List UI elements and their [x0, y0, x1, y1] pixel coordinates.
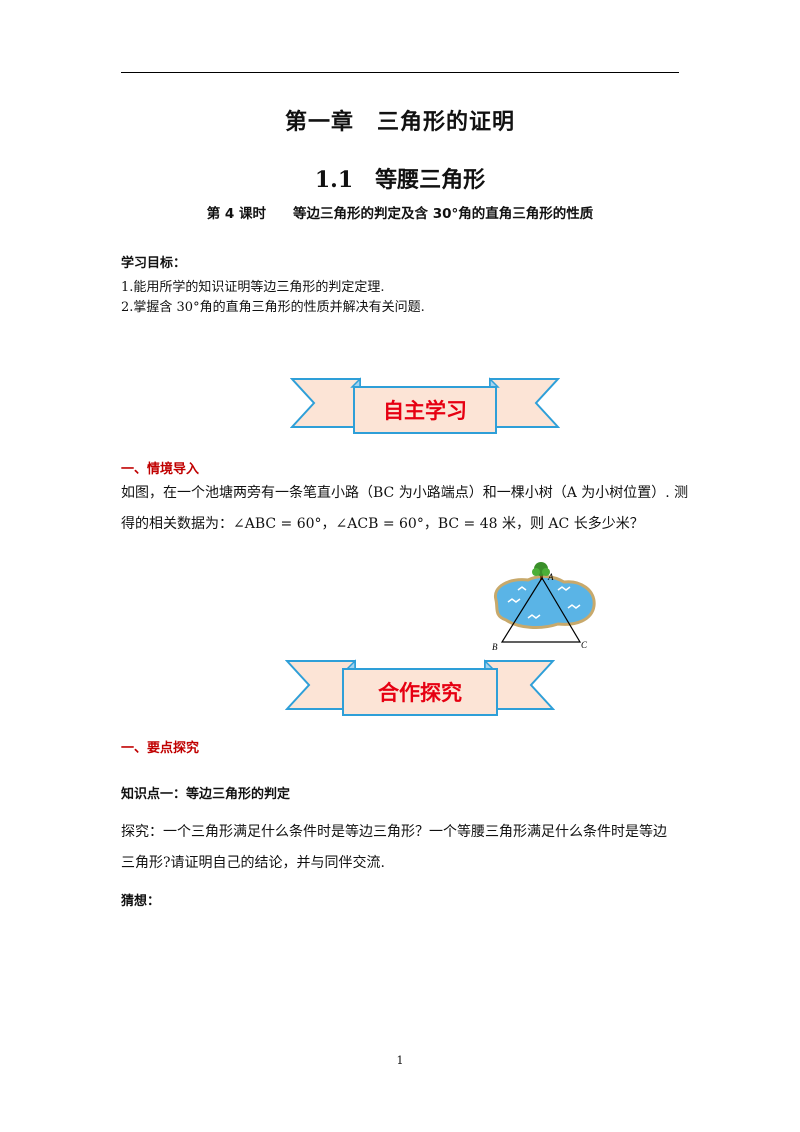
intro-heading: 一、情境导入 [121, 462, 200, 477]
explore-line-1: 探究：一个三角形满足什么条件时是等边三角形？一个等腰三角形满足什么条件时是等边 [121, 824, 667, 840]
header-rule [121, 72, 679, 73]
key-points-heading: 一、要点探究 [121, 741, 200, 756]
self-study-banner: 自主学习 [290, 377, 560, 434]
cooperative-banner: 合作探究 [285, 659, 555, 716]
label-b: B [492, 642, 498, 652]
label-c: C [581, 640, 588, 650]
chapter-title: 第一章 三角形的证明 [284, 110, 515, 135]
page-number: 1 [396, 1054, 404, 1067]
intro-line-2: 得的相关数据为：∠ABC = 60°，∠ACB = 60°，BC = 48 米，… [121, 516, 644, 532]
cooperative-banner-label: 合作探究 [378, 681, 462, 705]
guess-heading: 猜想： [121, 894, 161, 909]
self-study-banner-label: 自主学习 [383, 399, 467, 423]
objectives-heading: 学习目标： [121, 256, 187, 271]
objective-item-2: 2.掌握含 30°角的直角三角形的性质并解决有关问题. [121, 300, 425, 315]
lesson-title: 第 4 课时 等边三角形的判定及含 30°角的直角三角形的性质 [206, 206, 594, 222]
knowledge-point-heading: 知识点一：等边三角形的判定 [121, 787, 291, 802]
section-title: 1.1 等腰三角形 [314, 167, 486, 193]
intro-line-1: 如图，在一个池塘两旁有一条笔直小路（BC 为小路端点）和一棵小树（A 为小树位置… [121, 485, 689, 501]
explore-line-2: 三角形?请证明自己的结论，并与同伴交流. [121, 855, 385, 871]
objective-item-1: 1.能用所学的知识证明等边三角形的判定定理. [121, 280, 385, 295]
pond-figure: A B C [492, 562, 596, 652]
label-a: A [547, 572, 554, 582]
